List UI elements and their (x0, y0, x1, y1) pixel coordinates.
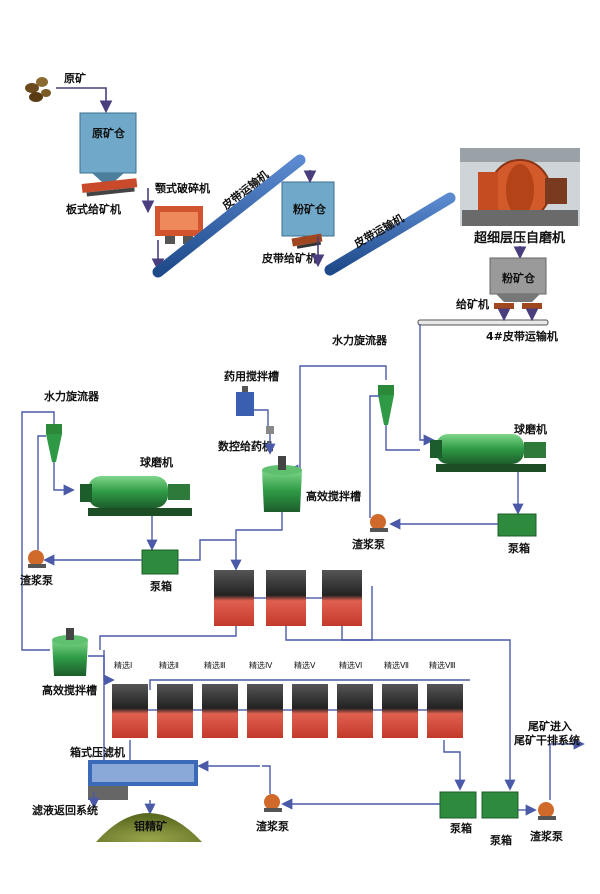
jaw-crusher-label: 颚式破碎机 (155, 181, 210, 195)
reagent-tank-label: 药用搅拌槽 (224, 369, 279, 383)
mo-concentrate-label: 钼精矿 (134, 819, 167, 833)
tailings-label-2: 尾矿干排系统 (513, 733, 580, 747)
belt-conveyor-2 (324, 192, 456, 276)
ball-mill-right-icon (430, 434, 546, 472)
ball-mill-left-label: 球磨机 (140, 455, 173, 469)
cleaner-cell-3 (202, 684, 238, 738)
belt-conveyor-4-label: 4#皮带运输机 (486, 329, 558, 343)
cleaner-cell-4 (247, 684, 283, 738)
raw-ore-rocks-icon (25, 77, 51, 102)
hi-eff-tank-1-label: 高效搅拌槽 (306, 489, 361, 503)
pump-box-2-label: 泵箱 (150, 579, 172, 593)
hi-eff-tank-2-label: 高效搅拌槽 (42, 683, 97, 697)
pump-box-4 (481, 791, 519, 819)
ag-mill-label: 超细层压自磨机 (474, 230, 565, 246)
jaw-crusher-icon (155, 206, 203, 244)
hi-eff-tank-2-icon (52, 628, 88, 676)
reagent-tank-icon (236, 386, 254, 416)
hi-eff-tank-1-icon (262, 456, 302, 512)
belt-feeder-label: 皮带给矿机 (261, 251, 317, 265)
slurry-pump-3-label: 渣浆泵 (256, 819, 289, 833)
cleaner-stage-label-1: 精选Ⅰ (114, 660, 132, 670)
slurry-pump-4-label: 渣浆泵 (530, 829, 563, 843)
box-filter-press-label: 箱式压滤机 (70, 745, 125, 759)
cleaner-cell-1 (112, 684, 148, 738)
pump-box-4-label: 泵箱 (490, 833, 512, 847)
raw-ore-label: 原矿 (64, 71, 86, 85)
cleaner-stage-label-6: 精选Ⅵ (339, 660, 362, 670)
ball-mill-left-icon (80, 476, 192, 516)
cnc-dosing-label: 数控给药机 (218, 439, 273, 453)
feeder-icon (494, 303, 542, 309)
cleaner-stage-label-7: 精选Ⅶ (384, 660, 409, 670)
hydrocyclone-left-label: 水力旋流器 (44, 389, 100, 403)
pump-box-2 (141, 549, 179, 575)
filtrate-return-label: 滤液返回系统 (32, 803, 98, 817)
raw-ore-bin-label: 原矿仓 (92, 126, 126, 140)
powder-bin-2-label: 粉矿仓 (502, 271, 536, 285)
ball-mill-right-label: 球磨机 (514, 422, 547, 436)
hydrocyclone-right-label: 水力旋流器 (332, 333, 388, 347)
plate-feeder-label: 板式给矿机 (66, 202, 121, 216)
cleaner-cell-6 (337, 684, 373, 738)
powder-bin-1-label: 粉矿仓 (293, 202, 327, 216)
slurry-pump-2-icon (28, 550, 46, 568)
box-filter-press-icon (88, 760, 198, 800)
cnc-dosing-icon (266, 426, 274, 434)
slurry-pump-3-icon (264, 794, 282, 812)
pump-box-3 (439, 791, 477, 819)
cleaner-stage-label-5: 精选Ⅴ (294, 660, 316, 670)
cleaner-stage-label-3: 精选Ⅲ (204, 660, 226, 670)
pump-box-1 (497, 513, 537, 537)
tailings-label-1: 尾矿进入 (527, 719, 572, 733)
belt-conveyor-1 (152, 154, 306, 278)
powder-bin-1 (281, 181, 335, 237)
hydrocyclone-right-icon (378, 385, 394, 425)
pump-box-1-label: 泵箱 (508, 541, 530, 555)
cleaner-stage-label-8: 精选Ⅷ (429, 660, 456, 670)
cleaner-stage-label-2: 精选Ⅱ (159, 660, 179, 670)
raw-ore-bin (79, 112, 137, 174)
slurry-pump-1-label: 渣浆泵 (352, 537, 385, 551)
cleaner-stage-label-4: 精选Ⅳ (249, 660, 273, 670)
pump-box-3-label: 泵箱 (450, 821, 472, 835)
ag-mill-icon (460, 148, 580, 226)
plate-feeder-icon (81, 178, 138, 197)
cleaner-cell-2 (157, 684, 193, 738)
rougher-flotation-bank (214, 570, 362, 626)
powder-bin-2 (489, 257, 547, 295)
cleaner-cell-5 (292, 684, 328, 738)
slurry-pump-1-icon (370, 514, 388, 532)
feeder-label: 给矿机 (456, 297, 489, 311)
slurry-pump-4-icon (538, 802, 556, 820)
cleaner-cell-8 (427, 684, 463, 738)
belt-feeder-icon (291, 233, 323, 249)
hydrocyclone-left-icon (46, 424, 62, 462)
cleaner-flotation-bank: 精选Ⅰ 精选Ⅱ 精选Ⅲ 精选Ⅳ 精选Ⅴ 精选Ⅵ 精选Ⅶ 精选Ⅷ (112, 660, 463, 738)
cleaner-cell-7 (382, 684, 418, 738)
slurry-pump-2-label: 渣浆泵 (20, 573, 53, 587)
mo-concentrate-pile (96, 813, 202, 842)
belt-conveyor-4 (417, 319, 549, 326)
